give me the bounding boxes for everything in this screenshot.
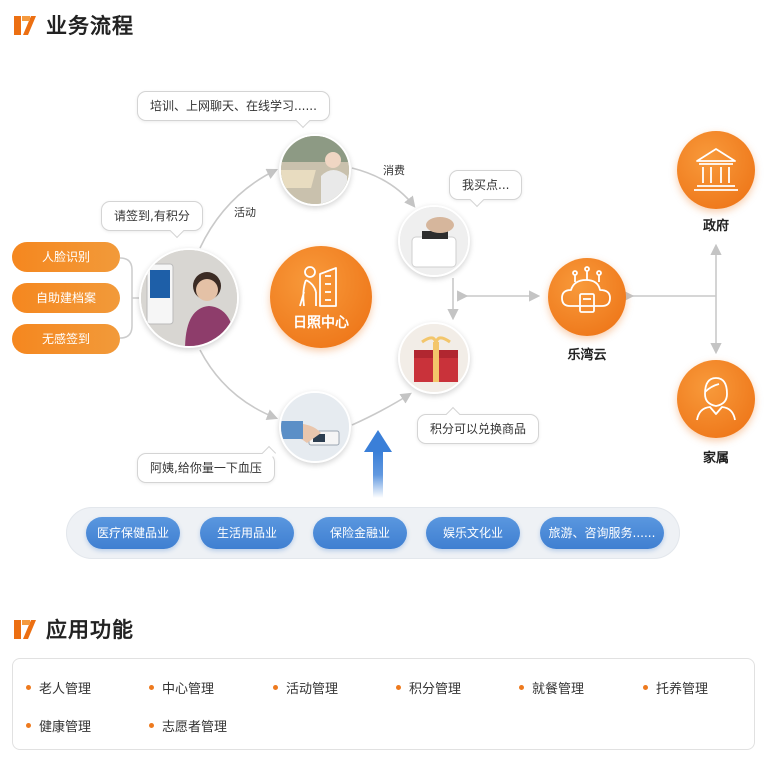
function-item: 积分管理 [396, 678, 461, 697]
government-node [677, 131, 755, 209]
arrow-checkin-to-activity [199, 168, 279, 249]
process-section-title: 业务流程 [46, 14, 134, 38]
activity-label: 活动 [234, 206, 256, 219]
face-checkin-photo [139, 248, 239, 348]
brand-mark-icon [14, 16, 36, 35]
industry-finance: 保险金融业 [313, 517, 407, 549]
consume-label: 消费 [383, 164, 405, 177]
bubble-buy-text: 我买点... [462, 178, 510, 192]
function-section-header: 应用功能 [14, 614, 134, 644]
activity-chess-photo [279, 134, 351, 206]
government-label: 政府 [702, 219, 729, 234]
bubble-redeem: 积分可以兑换商品 [417, 406, 540, 444]
industry-up-arrow [364, 430, 392, 452]
arrow-checkin-to-health [199, 349, 279, 420]
bubble-blood-pressure: 阿姨,给你量一下血压 [137, 445, 277, 483]
bubble-activities: 培训、上网聊天、在线学习...... [137, 91, 330, 129]
bubble-checkin-text: 请签到,有积分 [114, 209, 190, 223]
arrow-activity-to-consume [351, 167, 416, 208]
function-item: 托养管理 [643, 678, 708, 697]
industry-medical: 医疗保健品业 [86, 517, 180, 549]
vending-terminal-photo [398, 205, 470, 277]
blood-pressure-photo [279, 391, 351, 463]
family-node [677, 360, 755, 438]
industry-daily-goods: 生活用品业 [200, 517, 294, 549]
function-item: 老人管理 [26, 678, 91, 697]
function-item: 健康管理 [26, 716, 91, 735]
center-node: 日照中心 [270, 246, 372, 348]
bubble-redeem-text: 积分可以兑换商品 [430, 422, 527, 436]
function-item: 志愿者管理 [149, 716, 227, 735]
industry-travel: 旅游、咨询服务...... [540, 517, 664, 549]
bubble-blood-pressure-text: 阿姨,给你量一下血压 [150, 461, 262, 475]
function-item: 中心管理 [149, 678, 214, 697]
cloud-node [548, 258, 626, 336]
function-list [12, 658, 755, 750]
process-section-header: 业务流程 [14, 10, 134, 40]
family-label: 家属 [702, 451, 729, 466]
feature-face-recognition: 人脸识别 [12, 242, 120, 272]
bubble-buy: 我买点... [449, 170, 523, 208]
feature-seamless-checkin: 无感签到 [12, 324, 120, 354]
function-item: 活动管理 [273, 678, 338, 697]
gift-goods-photo [398, 322, 470, 394]
elderly-person-building-icon [299, 266, 337, 307]
government-building-icon [694, 148, 738, 191]
arrow-health-to-goods [351, 392, 412, 426]
cloud-server-icon [561, 266, 611, 313]
feature-self-record: 自助建档案 [12, 283, 120, 313]
cloud-label: 乐湾云 [567, 348, 607, 363]
brand-mark-icon [14, 620, 36, 639]
family-member-icon [696, 377, 736, 421]
bubble-checkin: 请签到,有积分 [101, 201, 203, 239]
center-label: 日照中心 [293, 315, 349, 331]
function-item: 就餐管理 [519, 678, 584, 697]
industry-entertainment: 娱乐文化业 [426, 517, 520, 549]
function-section-title: 应用功能 [46, 618, 134, 642]
bubble-activities-text: 培训、上网聊天、在线学习...... [150, 99, 317, 113]
